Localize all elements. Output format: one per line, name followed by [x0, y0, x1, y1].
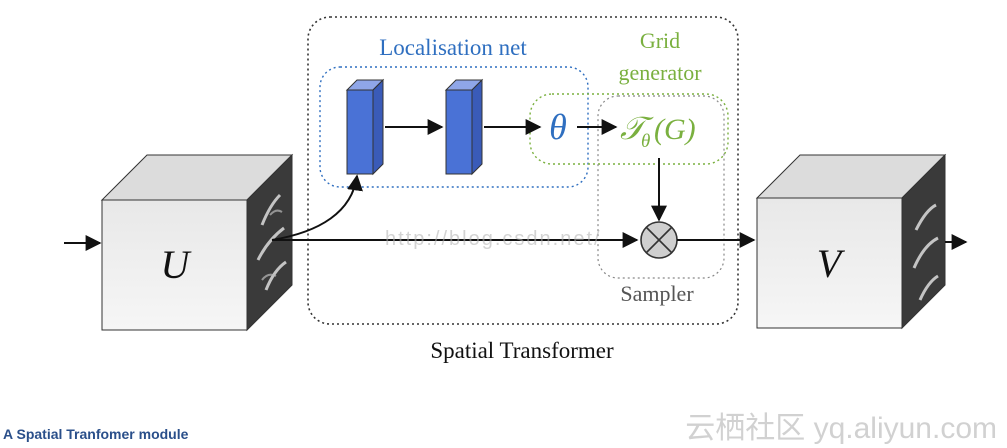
theta-symbol: θ [549, 107, 567, 147]
input-label-u: U [161, 242, 193, 287]
bottom-right-watermark: 云栖社区 yq.aliyun.com [685, 412, 997, 445]
localisation-layer-1 [345, 78, 385, 176]
caption: A Spatial Tranfomer module [3, 426, 189, 442]
center-watermark: http://blog.csdn.net/ [385, 228, 602, 250]
spatial-transformer-label: Spatial Transformer [430, 338, 614, 363]
grid-label: Grid [640, 28, 680, 53]
sampler-label: Sampler [620, 281, 694, 306]
spatial-transformer-box [307, 16, 739, 325]
input-cube-u [100, 153, 294, 332]
output-cube-v [755, 153, 947, 330]
transform-expression: 𝒯 θ (G) [620, 110, 696, 152]
generator-label: generator [618, 60, 702, 85]
localisation-net-label: Localisation net [379, 35, 527, 60]
transform-subscript: θ [641, 131, 650, 152]
transform-argument: (G) [654, 113, 696, 146]
sampler-node [640, 221, 678, 259]
localisation-layer-2 [444, 78, 484, 176]
output-label-v: V [817, 241, 846, 286]
arrow-u-to-localisation [271, 174, 363, 241]
